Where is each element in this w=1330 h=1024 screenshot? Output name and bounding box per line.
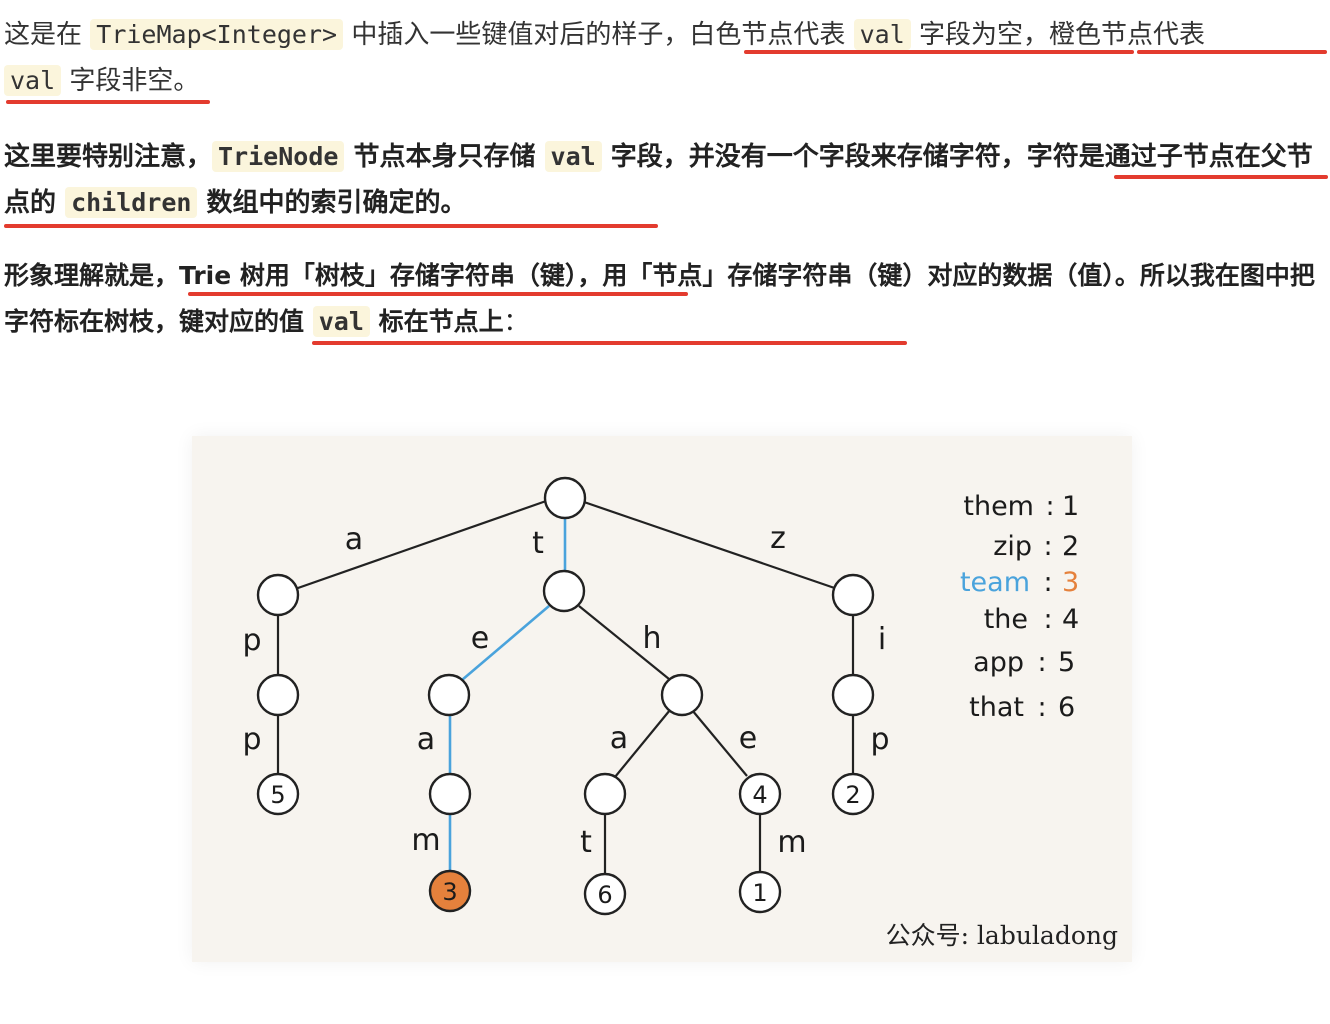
code-trienode: TrieNode <box>212 141 345 172</box>
node-ap <box>256 673 300 717</box>
node-value-zip: 2 <box>845 781 860 809</box>
underline-char-on-branch <box>312 341 907 345</box>
edge-root-z <box>583 500 853 596</box>
code-children: children <box>65 187 198 218</box>
edge-label-a-root: a <box>345 522 363 557</box>
node-team <box>428 869 472 913</box>
node-th <box>660 673 704 717</box>
p2-text-5: 数组中的索引确定的。 <box>197 188 467 218</box>
edge-th-e <box>691 709 748 777</box>
legend-sep-zip: : <box>1043 531 1052 562</box>
edge-label-p-ap: p <box>242 722 261 757</box>
legend-val-app: 5 <box>1058 647 1075 678</box>
edge-label-p-a: p <box>242 623 261 658</box>
node-value-team: 3 <box>442 878 457 906</box>
node-te <box>427 673 471 717</box>
legend-sep-the: : <box>1043 604 1052 635</box>
node-a <box>256 573 300 617</box>
node-value-that: 6 <box>597 881 612 909</box>
code-val-4: val <box>312 306 370 337</box>
p2-text-2: 节点本身只存储 <box>344 142 545 172</box>
edge-label-a-te: a <box>417 722 435 757</box>
legend-key-app: app <box>973 647 1024 678</box>
legend-sep-them: : <box>1045 491 1054 522</box>
underline-children-index-2 <box>4 224 658 228</box>
p2-text-4: 字符是通过子节点在父节点的 <box>4 142 1313 218</box>
p3-text-4: 字符标在树枝，键对应的值 <box>4 307 313 336</box>
edge-label-z-root: z <box>770 521 786 556</box>
p3-text-2: Trie 树用「树枝」存储字符串（键）， <box>179 261 603 290</box>
node-value-the: 4 <box>752 781 767 809</box>
legend-sep-that: : <box>1037 692 1046 723</box>
p1-text-3: 白色节点代表 <box>689 20 854 50</box>
legend-val-that: 6 <box>1058 692 1075 723</box>
node-tha <box>583 772 627 816</box>
legend-key-zip: zip <box>993 531 1032 562</box>
code-val-2: val <box>4 65 62 96</box>
node-z <box>831 573 875 617</box>
node-zip <box>831 772 875 816</box>
legend-val-zip: 2 <box>1062 531 1079 562</box>
legend-sep-app: : <box>1037 647 1046 678</box>
node-that <box>583 872 627 916</box>
edge-t-e <box>461 605 550 681</box>
edge-label-i-z: i <box>878 622 886 657</box>
paragraph-1: 这是在 TrieMap<Integer> 中插入一些键值对后的样子，白色节点代表… <box>4 12 1326 104</box>
legend-val-them: 1 <box>1062 491 1079 522</box>
node-value-app: 5 <box>270 781 285 809</box>
node-app <box>256 772 300 816</box>
edge-t-h <box>578 605 670 680</box>
underline-trie-branch <box>188 292 688 296</box>
edge-label-m-tea: m <box>411 823 440 858</box>
edge-label-h-t: h <box>642 621 661 656</box>
p3-text-6: ： <box>503 307 529 336</box>
legend-key-that: that <box>969 692 1024 723</box>
edge-label-t-tha: t <box>580 825 592 860</box>
underline-val-nonempty <box>6 100 210 104</box>
edge-label-e-th: e <box>739 721 757 756</box>
edge-label-m-the: m <box>777 825 806 860</box>
underline-white-node <box>744 50 1134 54</box>
node-them <box>738 870 782 914</box>
edge-root-a <box>277 498 550 597</box>
p3-text-3: 用「节点」存储字符串（键）对应的数据（值）。所以我在图中把 <box>602 261 1315 290</box>
edge-label-a-th: a <box>610 721 628 756</box>
edge-label-e-t: e <box>471 621 489 656</box>
p1-text-4: 字段为空， <box>910 20 1050 50</box>
edge-label-t-root: t <box>532 526 544 561</box>
node-t <box>542 569 586 613</box>
paragraph-3: 形象理解就是，Trie 树用「树枝」存储字符串（键），用「节点」存储字符串（键）… <box>4 253 1326 345</box>
trie-svg: 5 3 6 4 1 2 a t z p e h i p a a e p m t … <box>242 476 1118 950</box>
p1-text-2: 中插入一些键值对后的样子， <box>343 20 690 50</box>
legend-key-team: team <box>960 567 1030 598</box>
trie-diagram: 5 3 6 4 1 2 a t z p e h i p a a e p m t … <box>192 436 1132 962</box>
code-val-3: val <box>544 141 602 172</box>
code-triemap: TrieMap<Integer> <box>90 19 344 50</box>
p1-text-5: 橙色节点代表 <box>1049 20 1206 50</box>
legend-val-the: 4 <box>1062 604 1079 635</box>
watermark: 公众号: labuladong <box>886 921 1118 950</box>
edge-th-a <box>614 709 671 778</box>
node-root <box>543 476 587 520</box>
legend-key-the: the <box>984 604 1028 635</box>
underline-orange-node <box>1137 50 1327 54</box>
edge-label-p-zi: p <box>870 722 889 757</box>
p1-text-1: 这是在 <box>4 20 91 50</box>
code-val-1: val <box>853 19 911 50</box>
legend-sep-team: : <box>1043 567 1052 598</box>
p1-text-6: 字段非空。 <box>61 66 200 96</box>
node-value-them: 1 <box>752 879 767 907</box>
node-the <box>738 772 782 816</box>
legend-key-them: them <box>963 491 1034 522</box>
legend-val-team: 3 <box>1062 567 1079 598</box>
paragraph-2: 这里要特别注意，TrieNode 节点本身只存储 val 字段，并没有一个字段来… <box>4 134 1326 226</box>
underline-children-index-1 <box>1114 175 1328 179</box>
p3-text-5: 标在节点上 <box>369 307 504 336</box>
p2-text-1: 这里要特别注意， <box>4 142 213 172</box>
p3-text-1: 形象理解就是， <box>4 261 180 290</box>
node-tea <box>428 772 472 816</box>
node-zi <box>831 673 875 717</box>
p2-text-3: 字段，并没有一个字段来存储字符， <box>601 142 1027 172</box>
